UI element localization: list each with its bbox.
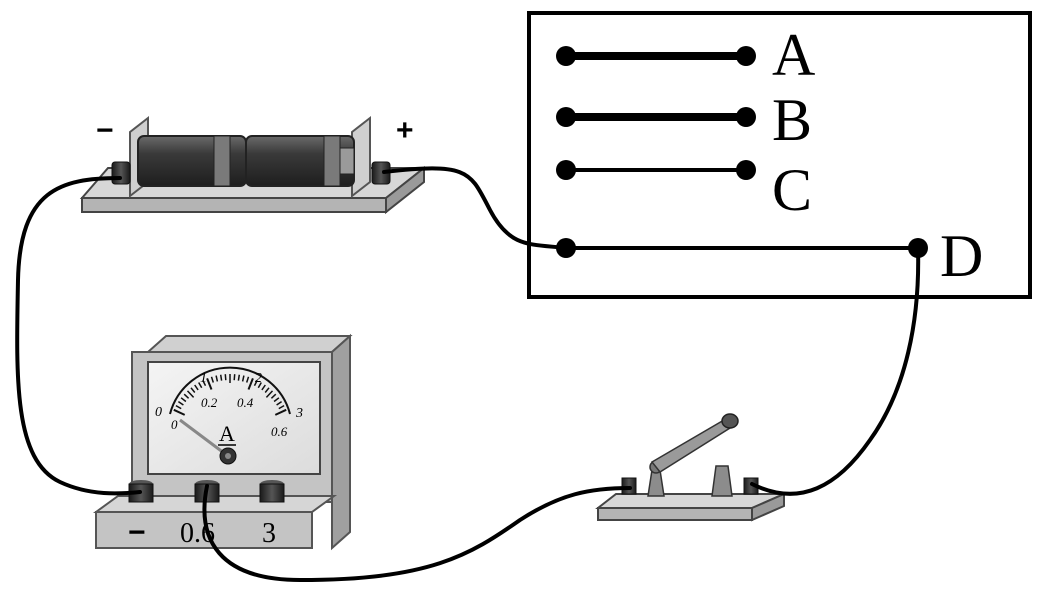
ammeter-tick (173, 408, 186, 416)
ammeter-tick (264, 387, 270, 393)
switch-handle[interactable] (721, 413, 739, 429)
battery-negative-label: − (96, 114, 114, 147)
wire-b-right-terminal[interactable] (736, 107, 756, 127)
wire-c-left-terminal[interactable] (556, 160, 576, 180)
battery-positive-label: + (396, 114, 414, 147)
ammeter-pivot-center (225, 453, 231, 459)
ammeter-tick (245, 376, 250, 383)
ammeter-scale-arc (169, 366, 291, 415)
switch-clip-post (711, 465, 733, 497)
wire-d: D (556, 223, 983, 289)
ammeter-tick (278, 404, 285, 410)
ammeter-tick (273, 397, 280, 403)
resistance-board: A B C D (527, 11, 1032, 299)
switch-base-end (751, 492, 785, 522)
ammeter-tick (177, 400, 184, 406)
ammeter-tick (274, 408, 287, 416)
wire-d-label: D (940, 223, 983, 289)
ammeter-tick (202, 379, 207, 387)
wire-a-label: A (772, 22, 815, 88)
ammeter-tick (190, 387, 196, 393)
wire-b-label: B (772, 87, 812, 153)
wire-a-left-terminal[interactable] (556, 46, 576, 66)
wire-board-d-to-switch (750, 246, 921, 496)
ammeter-tick (270, 393, 277, 399)
knife-switch (595, 413, 785, 522)
wire-battery-positive-to-board (382, 166, 568, 250)
scale-bottom-0: 0 (171, 417, 178, 432)
battery: − + (79, 114, 427, 215)
ammeter-tick (247, 378, 254, 390)
ammeter-side (331, 333, 351, 551)
ammeter-tick (183, 393, 190, 399)
wire-c-label: C (772, 157, 812, 223)
switch-base-front (597, 507, 753, 521)
ammeter-negative-label: − (128, 516, 146, 549)
wire-b-left-terminal[interactable] (556, 107, 576, 127)
ammeter-symbol: A (219, 421, 235, 446)
ammeter-tick (261, 384, 266, 391)
battery-base-end (385, 165, 425, 215)
ammeter-tick (241, 375, 245, 382)
wire-a: A (556, 22, 815, 88)
scale-top-3: 3 (295, 406, 303, 421)
ammeter-tick (206, 378, 213, 390)
ammeter-pointer (179, 418, 229, 458)
scale-bottom-0.6: 0.6 (271, 424, 288, 439)
ammeter-tick (215, 375, 219, 382)
scale-top-1: 1 (200, 371, 207, 386)
ammeter-top (145, 335, 353, 353)
ammeter-tick (175, 404, 182, 410)
switch-left-terminal[interactable] (621, 477, 637, 495)
switch-blade[interactable] (650, 419, 732, 473)
ammeter-tick (233, 374, 236, 381)
battery-band-1 (213, 135, 231, 187)
ammeter-tick (265, 390, 274, 398)
wire-a-right-terminal[interactable] (736, 46, 756, 66)
ammeter: 0 1 2 3 0 0.2 0.4 0.6 A − 0.6 3 (92, 333, 353, 551)
wire-battery-negative-to-ammeter (15, 176, 142, 496)
battery-cap (339, 147, 355, 175)
ammeter-tick (186, 390, 195, 398)
ammeter-tick (219, 374, 223, 381)
ammeter-3-label: 3 (262, 518, 276, 549)
ammeter-tick (180, 397, 187, 403)
wire-c: C (556, 157, 812, 223)
wire-ammeter-to-switch (202, 484, 632, 582)
ammeter-scale-ticks (173, 374, 287, 416)
ammeter-3-terminal[interactable] (259, 480, 285, 503)
scale-top-0: 0 (155, 405, 162, 420)
wire-b: B (556, 87, 812, 153)
battery-negative-terminal[interactable] (111, 161, 131, 185)
ammeter-tick (257, 382, 262, 389)
ammeter-tick (253, 379, 258, 387)
ammeter-tick (210, 376, 215, 383)
ammeter-tick (224, 374, 227, 381)
battery-band-2 (323, 135, 341, 187)
ammeter-tick (237, 374, 241, 381)
ammeter-tick (198, 382, 203, 389)
ammeter-tick (194, 384, 199, 391)
switch-hinge-post (647, 469, 665, 497)
scale-bottom-0.2: 0.2 (201, 395, 218, 410)
battery-base-side (81, 197, 387, 213)
connecting-wires (15, 166, 921, 582)
scale-bottom-0.4: 0.4 (237, 395, 254, 410)
wire-c-right-terminal[interactable] (736, 160, 756, 180)
scale-top-2: 2 (255, 371, 262, 386)
ammeter-tick (276, 400, 283, 406)
